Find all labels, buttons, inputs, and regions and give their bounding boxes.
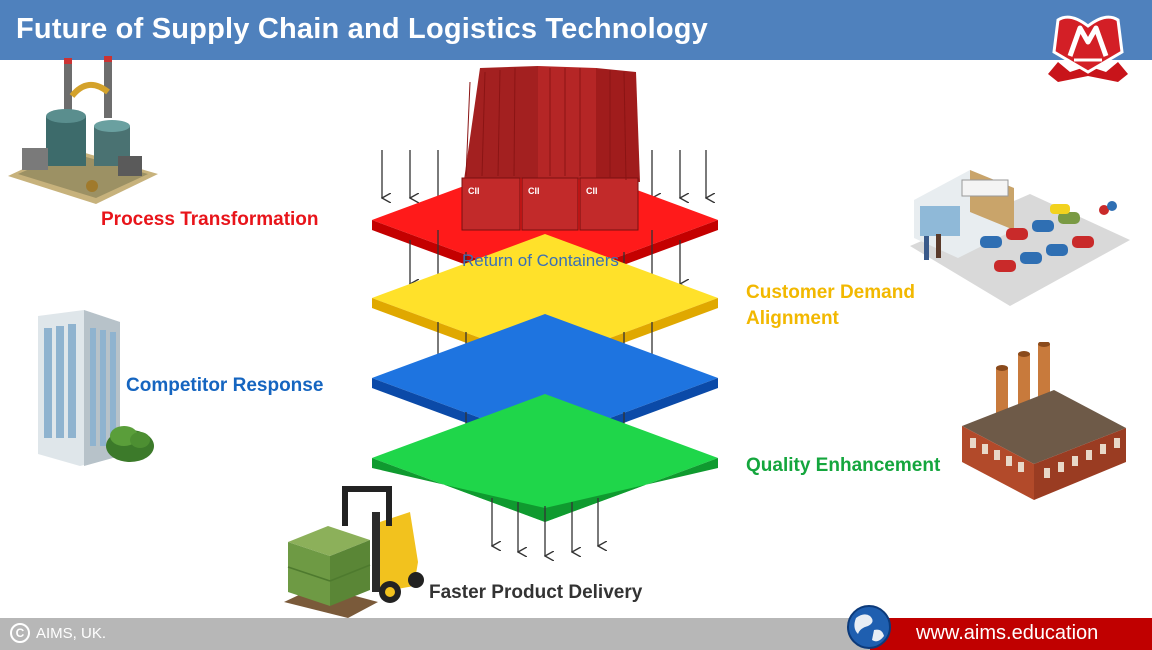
supply-chain-layers-diagram: CII CII CII — [372, 66, 718, 562]
process-transformation-label: Process Transformation — [101, 209, 319, 230]
return-of-containers-label: Return of Containers — [462, 251, 619, 270]
copyright-text: AIMS, UK. — [36, 624, 107, 642]
website-link[interactable]: www.aims.education — [916, 622, 1099, 644]
yellow-layer — [372, 234, 718, 372]
shipping-containers-icon: CII CII CII — [461, 66, 640, 231]
header-bar — [0, 0, 1152, 60]
blue-layer — [372, 314, 718, 452]
copyright-icon: C — [10, 623, 30, 643]
competitor-response-label: Competitor Response — [126, 375, 324, 396]
svg-text:CII: CII — [468, 186, 480, 196]
globe-icon — [847, 605, 891, 649]
industrial-plant-icon — [8, 56, 158, 204]
copyright-notice: C AIMS, UK. — [10, 623, 106, 643]
forklift-icon — [284, 486, 424, 618]
aims-logo-icon — [1048, 15, 1128, 82]
faster-product-delivery-label: Faster Product Delivery — [429, 582, 643, 603]
factory-icon — [962, 342, 1126, 500]
quality-enhancement-label: Quality Enhancement — [746, 455, 941, 476]
top-arrows — [382, 150, 706, 198]
car-dealership-icon — [910, 170, 1130, 306]
footer-website-bar — [870, 618, 1152, 650]
office-building-icon — [38, 310, 154, 466]
bottom-arrows — [492, 498, 598, 556]
page-title: Future of Supply Chain and Logistics Tec… — [16, 13, 708, 45]
svg-text:CII: CII — [528, 186, 540, 196]
customer-demand-alignment-label: Customer Demand Alignment — [746, 282, 915, 329]
svg-text:CII: CII — [586, 186, 598, 196]
